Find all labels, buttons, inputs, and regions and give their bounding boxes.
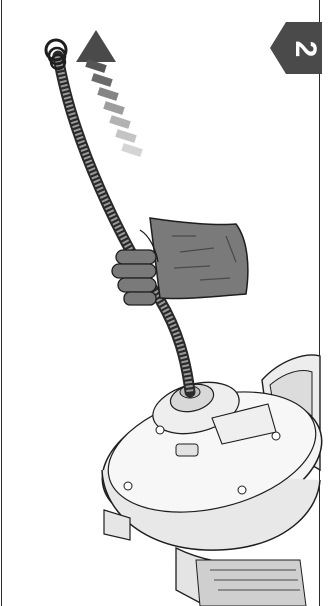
step-badge: 2 <box>270 22 322 74</box>
drain-machine <box>88 355 328 606</box>
auger-cable <box>46 40 190 392</box>
arrow-up-icon <box>76 30 143 157</box>
step-number: 2 <box>288 32 322 66</box>
gloved-hand <box>112 218 248 305</box>
